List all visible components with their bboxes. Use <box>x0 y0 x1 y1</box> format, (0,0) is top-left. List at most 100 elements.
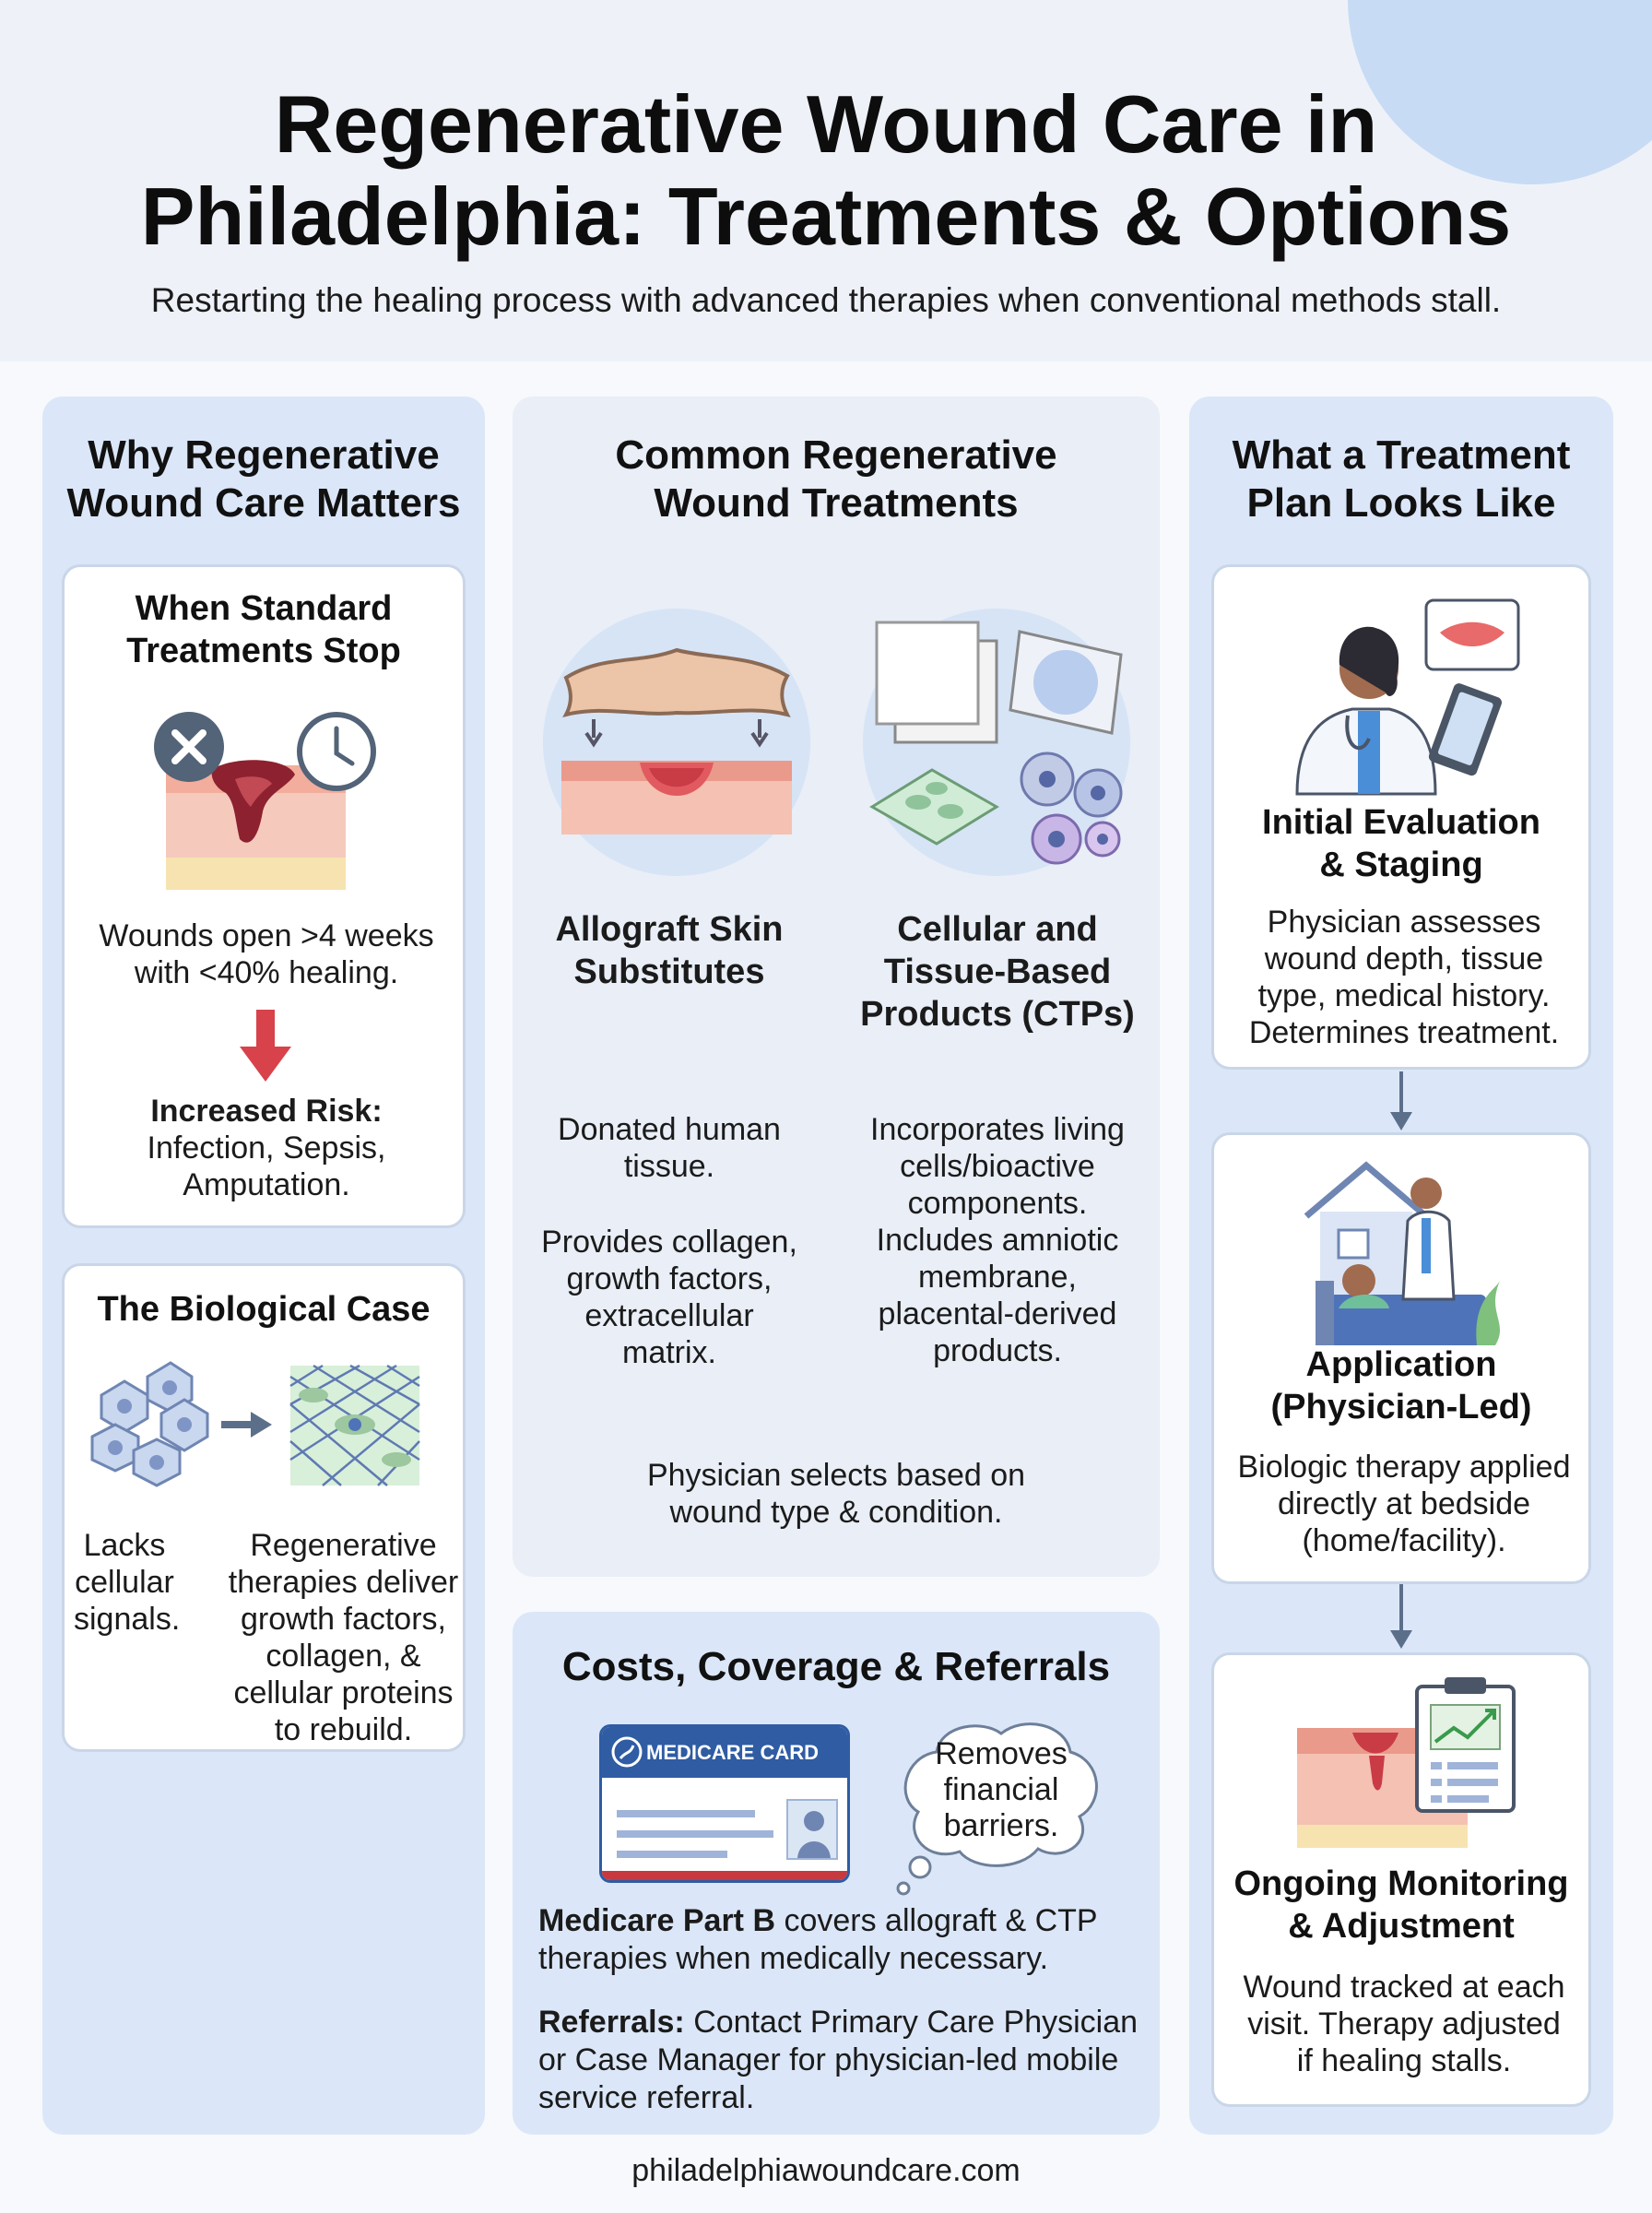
treatments-heading-line2: Wound Treatments <box>654 480 1019 526</box>
risk-line2: Amputation. <box>183 1167 350 1202</box>
wound-duration-line1: Wounds open >4 weeks <box>99 918 434 953</box>
left-column-heading: Why Regenerative Wound Care Matters <box>42 432 485 527</box>
application-title: Application (Physician-Led) <box>1214 1343 1588 1428</box>
ctp-desc-line3: components. <box>907 1186 1088 1221</box>
monitoring-title: Ongoing Monitoring & Adjustment <box>1214 1863 1588 1947</box>
regen-line3: growth factors, <box>241 1602 446 1637</box>
cells-to-matrix-icon <box>90 1361 420 1487</box>
card1-title-line1: When Standard <box>135 589 393 628</box>
cellular-tissue-products-icon <box>863 609 1130 876</box>
header-banner <box>0 0 1652 361</box>
costs-coverage-panel: Costs, Coverage & Referrals MEDICARE CAR… <box>513 1612 1160 2135</box>
application-text-line3: (home/facility). <box>1302 1523 1506 1558</box>
ctp-desc-line4: Includes amniotic <box>876 1223 1119 1258</box>
ctp-desc-line1: Incorporates living <box>870 1112 1125 1147</box>
footer-url[interactable]: philadelphiawoundcare.com <box>631 2153 1021 2188</box>
lacks-line3: signals. <box>74 1602 181 1637</box>
biological-case-title: The Biological Case <box>97 1290 431 1329</box>
physician-selects-note: Physician selects based on wound type & … <box>513 1457 1160 1531</box>
medicare-card-label: MEDICARE CARD <box>646 1741 819 1764</box>
monitoring-text-line1: Wound tracked at each <box>1243 1970 1565 2005</box>
person-silhouette-icon <box>797 1811 831 1858</box>
evaluation-text-line4: Determines treatment. <box>1248 1015 1560 1050</box>
medicare-coverage-text: Medicare Part B covers allograft & CTP t… <box>538 1902 1098 1978</box>
step-evaluation-card: Initial Evaluation & Staging Physician a… <box>1211 564 1591 1070</box>
referrals-rest: Contact Primary Care Physician <box>684 2005 1139 2040</box>
evaluation-text-line3: type, medical history. <box>1257 978 1551 1013</box>
evaluation-text: Physician assesses wound depth, tissue t… <box>1214 904 1594 1051</box>
regen-line5: cellular proteins <box>233 1675 454 1710</box>
medicare-rest: covers allograft & CTP <box>775 1903 1098 1938</box>
wound-monitoring-icon <box>1297 1677 1516 1848</box>
evaluation-title-line1: Initial Evaluation <box>1262 803 1540 842</box>
page-title-line2: Philadelphia: Treatments & Options <box>140 171 1512 262</box>
allograft-title: Allograft Skin Substitutes <box>513 908 826 993</box>
application-text: Biologic therapy applied directly at bed… <box>1214 1449 1594 1559</box>
lacks-line1: Lacks <box>83 1528 166 1563</box>
step-monitoring-card: Ongoing Monitoring & Adjustment Wound tr… <box>1211 1652 1591 2107</box>
regen-line2: therapies deliver <box>228 1565 459 1600</box>
monitoring-title-line1: Ongoing Monitoring <box>1233 1864 1569 1903</box>
down-arrow-red-icon <box>240 1010 291 1082</box>
physician-evaluation-icon <box>1295 598 1520 796</box>
standard-treatments-title: When Standard Treatments Stop <box>65 587 463 672</box>
note-line1: Physician selects based on <box>646 1458 1026 1493</box>
left-heading-line1: Why Regenerative <box>88 432 440 478</box>
increased-risk-label: Increased Risk: <box>150 1094 383 1129</box>
ctp-title-line3: Products (CTPs) <box>860 995 1135 1034</box>
medicare-line2: therapies when medically necessary. <box>538 1941 1049 1976</box>
monitoring-text: Wound tracked at each visit. Therapy adj… <box>1214 1969 1594 2079</box>
allograft-description: Donated human tissue. Provides collagen,… <box>513 1111 826 1371</box>
standard-treatments-card: When Standard Treatments Stop Wounds ope… <box>62 564 466 1228</box>
treatments-heading-line1: Common Regenerative <box>615 432 1057 478</box>
page-title: Regenerative Wound Care in Philadelphia:… <box>0 78 1652 263</box>
wound-duration-text: Wounds open >4 weeks with <40% healing. <box>65 917 468 991</box>
referrals-line3: service referral. <box>538 2080 755 2115</box>
note-line2: wound type & condition. <box>669 1495 1003 1530</box>
evaluation-text-line2: wound depth, tissue <box>1264 941 1544 976</box>
application-text-line1: Biologic therapy applied <box>1237 1450 1571 1485</box>
page-title-line1: Regenerative Wound Care in <box>274 78 1378 170</box>
removes-barriers-text: Removes financial barriers. <box>918 1736 1084 1844</box>
thought-bubble-icon <box>896 1722 1098 1896</box>
application-title-line1: Application <box>1305 1345 1497 1384</box>
ctp-title-line1: Cellular and <box>897 910 1098 949</box>
regen-line4: collagen, & <box>266 1639 421 1674</box>
bedside-care-icon <box>1304 1161 1500 1345</box>
page-subtitle: Restarting the healing process with adva… <box>150 281 1502 319</box>
allograft-desc2-line3: extracellular <box>584 1298 754 1333</box>
card-line <box>617 1830 773 1838</box>
card-line <box>617 1810 755 1817</box>
step-application-card: Application (Physician-Led) Biologic the… <box>1211 1132 1591 1584</box>
medicare-part-b-label: Medicare Part B <box>538 1903 775 1938</box>
ctp-desc-line7: products. <box>933 1333 1062 1368</box>
monitoring-title-line2: & Adjustment <box>1288 1907 1515 1946</box>
evaluation-title: Initial Evaluation & Staging <box>1214 801 1588 886</box>
bubble-line3: barriers. <box>943 1808 1059 1843</box>
bubble-line2: financial <box>943 1772 1059 1807</box>
application-title-line2: (Physician-Led) <box>1270 1388 1532 1426</box>
treatments-panel: Common Regenerative Wound Treatments All… <box>513 396 1160 1577</box>
allograft-desc2-line4: matrix. <box>622 1335 716 1370</box>
ctp-desc-line5: membrane, <box>918 1260 1077 1295</box>
treatment-plan-heading: What a Treatment Plan Looks Like <box>1189 432 1613 527</box>
bubble-line1: Removes <box>935 1736 1068 1771</box>
plan-heading-line1: What a Treatment <box>1232 432 1571 478</box>
allograft-desc1-line1: Donated human <box>558 1112 781 1147</box>
monitoring-text-line2: visit. Therapy adjusted <box>1247 2006 1561 2041</box>
caduceus-icon <box>611 1736 643 1768</box>
biological-case-card: The Biological Case Lacks cellular signa… <box>62 1263 466 1752</box>
regen-line6: to rebuild. <box>274 1712 413 1747</box>
referrals-label: Referrals: <box>538 2005 685 2040</box>
evaluation-title-line2: & Staging <box>1319 846 1483 884</box>
wound-duration-line2: with <40% healing. <box>134 955 399 990</box>
monitoring-text-line3: if healing stalls. <box>1296 2043 1512 2078</box>
allograft-desc1-line2: tissue. <box>623 1149 715 1184</box>
ctp-description: Incorporates living cells/bioactive comp… <box>835 1111 1160 1369</box>
increased-risk-text: Increased Risk: Infection, Sepsis, Amput… <box>65 1093 468 1203</box>
card-line <box>617 1851 727 1858</box>
allograft-desc2-line1: Provides collagen, <box>541 1225 797 1260</box>
ctp-desc-line6: placental-derived <box>878 1296 1117 1331</box>
plan-heading-line2: Plan Looks Like <box>1246 480 1556 526</box>
costs-heading: Costs, Coverage & Referrals <box>561 1644 1111 1689</box>
